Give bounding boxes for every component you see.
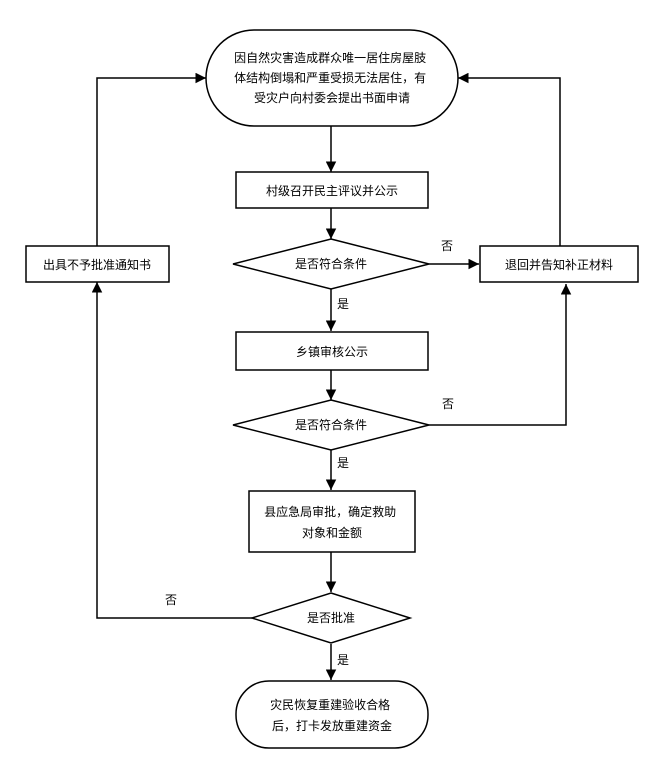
connector-reject-to-apply xyxy=(96,72,206,246)
node-reject-notice: 出具不予批准通知书 xyxy=(25,245,170,283)
edge-labels: 否 是 否 是 否 是 xyxy=(165,239,454,667)
connector-return-to-apply xyxy=(458,72,561,246)
node-approved-text: 是否批准 xyxy=(307,610,355,625)
node-check-1: 是否符合条件 xyxy=(232,238,430,290)
node-return-materials: 退回并告知补正材料 xyxy=(479,245,639,283)
node-approved: 是否批准 xyxy=(249,592,413,644)
node-county-approval-text: 县应急局审批，确定救助 对象和金额 xyxy=(264,504,400,540)
node-check-1-text: 是否符合条件 xyxy=(295,256,367,271)
label-check1-yes: 是 xyxy=(337,297,349,311)
label-approved-yes: 是 xyxy=(337,653,349,667)
label-check2-yes: 是 xyxy=(337,456,349,470)
node-town-review-text: 乡镇审核公示 xyxy=(296,344,368,359)
node-final-text: 灾民恢复重建验收合格 后，打卡发放重建资金 xyxy=(270,697,394,733)
label-approved-no: 否 xyxy=(165,593,177,607)
node-village-review-text: 村级召开民主评议并公示 xyxy=(266,184,398,198)
connectors xyxy=(91,72,572,680)
node-apply: 因自然灾害造成群众唯一居住房屋肢 体结构倒塌和严重受损无法居住，有 受灾户向村委… xyxy=(205,29,459,127)
node-check-2: 是否符合条件 xyxy=(232,399,430,451)
node-village-review: 村级召开民主评议并公示 xyxy=(235,171,429,209)
label-check1-no: 否 xyxy=(441,239,453,253)
label-check2-no: 否 xyxy=(442,397,454,411)
node-final: 灾民恢复重建验收合格 后，打卡发放重建资金 xyxy=(235,680,429,749)
connector-check2-no xyxy=(429,284,572,426)
node-town-review: 乡镇审核公示 xyxy=(235,331,429,371)
node-check-2-text: 是否符合条件 xyxy=(295,417,367,432)
node-reject-notice-text: 出具不予批准通知书 xyxy=(43,257,151,272)
node-apply-text: 因自然灾害造成群众唯一居住房屋肢 体结构倒塌和严重受损无法居住，有 受灾户向村委… xyxy=(234,50,430,105)
node-return-materials-text: 退回并告知补正材料 xyxy=(505,258,613,272)
connector-approved-no xyxy=(91,282,252,619)
node-county-approval: 县应急局审批，确定救助 对象和金额 xyxy=(248,490,416,553)
